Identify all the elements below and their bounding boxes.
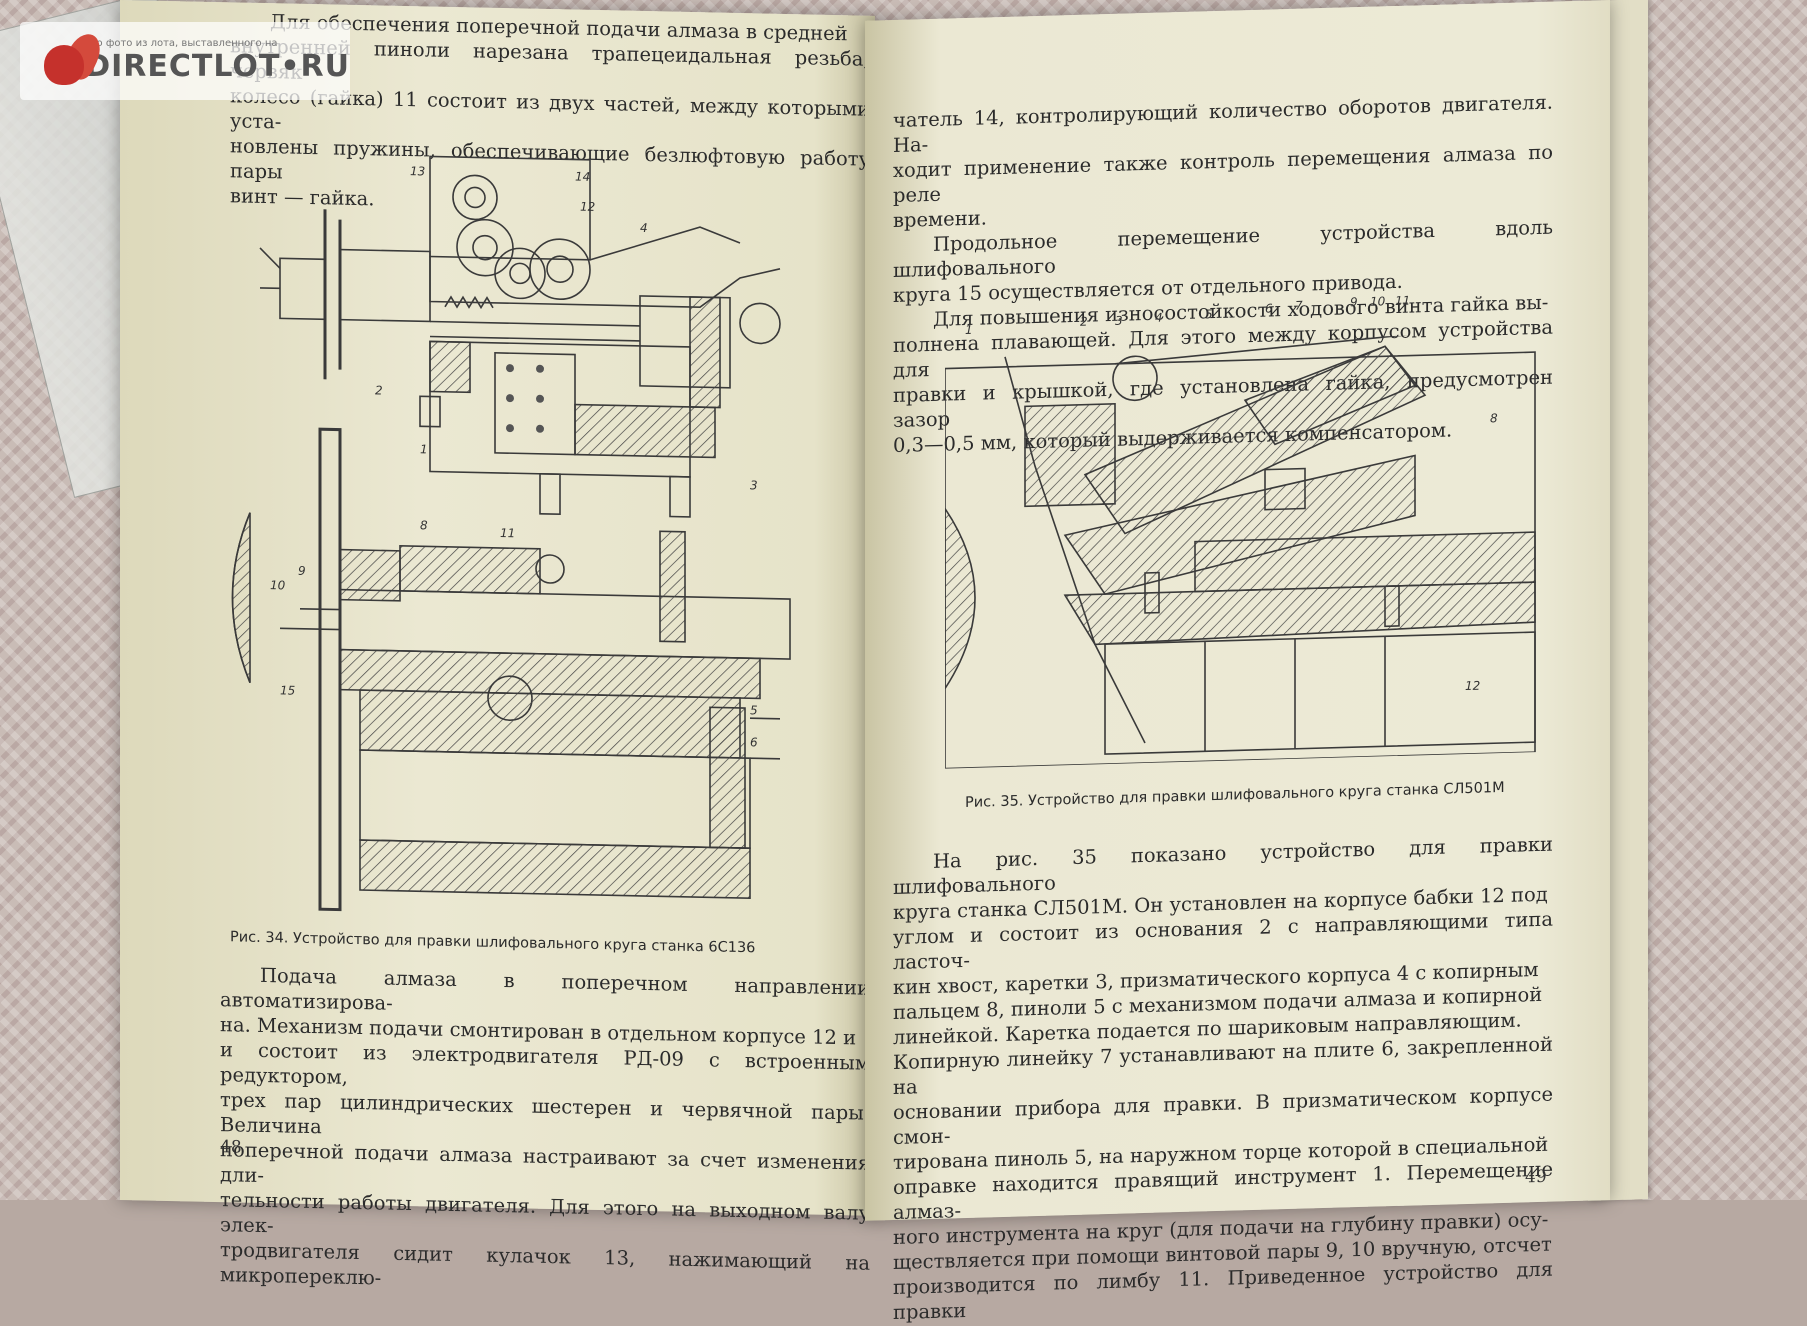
left-page: Для обеспечения поперечной подачи алмаза… xyxy=(120,0,875,1289)
figure-34-caption: Рис. 34. Устройство для правки шлифоваль… xyxy=(230,929,756,957)
figure-label: 9 xyxy=(1350,295,1358,310)
watermark: это фото из лота, выставленного на DIREC… xyxy=(20,22,350,100)
figure-label: 5 xyxy=(750,703,758,718)
figure-label: 3 xyxy=(1115,313,1123,328)
watermark-brand-name: DIRECTLOT xyxy=(85,49,281,84)
figure-label: 11 xyxy=(1395,293,1411,309)
figure-label: 12 xyxy=(1465,678,1481,694)
figure-label: 14 xyxy=(575,169,591,184)
right-page: чатель 14, контролирующий количество обо… xyxy=(865,0,1610,1324)
figure-label: 8 xyxy=(1490,411,1498,426)
figure-34-drawing xyxy=(231,155,791,912)
figure-35-caption: Рис. 35. Устройство для правки шлифоваль… xyxy=(965,779,1505,812)
figure-label: 6 xyxy=(1265,301,1273,316)
figure-label: 6 xyxy=(750,735,758,750)
figure-label: 3 xyxy=(750,478,758,493)
figure-label: 10 xyxy=(270,578,286,593)
figure-label: 11 xyxy=(500,525,516,541)
figure-label: 12 xyxy=(580,199,596,214)
figure-label: 7 xyxy=(1295,298,1303,313)
figure-label: 10 xyxy=(1370,294,1386,309)
figure-label: 5 xyxy=(1205,307,1213,322)
watermark-caption: это фото из лота, выставленного на xyxy=(85,38,278,49)
squirrel-logo-icon xyxy=(38,28,107,91)
figure-label: 2 xyxy=(375,383,383,398)
page-number: 48 xyxy=(220,1137,242,1158)
figure-label: 4 xyxy=(1155,310,1163,325)
figure-label: 4 xyxy=(640,220,648,236)
figure-label: 8 xyxy=(420,518,428,533)
figure-label: 2 xyxy=(1080,314,1088,329)
right-bottom-text: На рис. 35 показано устройство для правк… xyxy=(893,832,1553,1325)
left-bottom-text: Подача алмаза в поперечном направлении а… xyxy=(220,962,870,1301)
figure-label: 1 xyxy=(420,442,428,457)
figure-label: 13 xyxy=(410,164,426,179)
page-number: 49 xyxy=(1525,1166,1547,1188)
figure-35-drawing xyxy=(945,331,1536,769)
watermark-brand: DIRECTLOT•RU xyxy=(85,49,350,84)
figure-label: 9 xyxy=(298,563,306,578)
figure-label: 15 xyxy=(280,683,296,698)
figure-label: 1 xyxy=(965,322,973,338)
watermark-brand-suffix: •RU xyxy=(280,49,350,84)
